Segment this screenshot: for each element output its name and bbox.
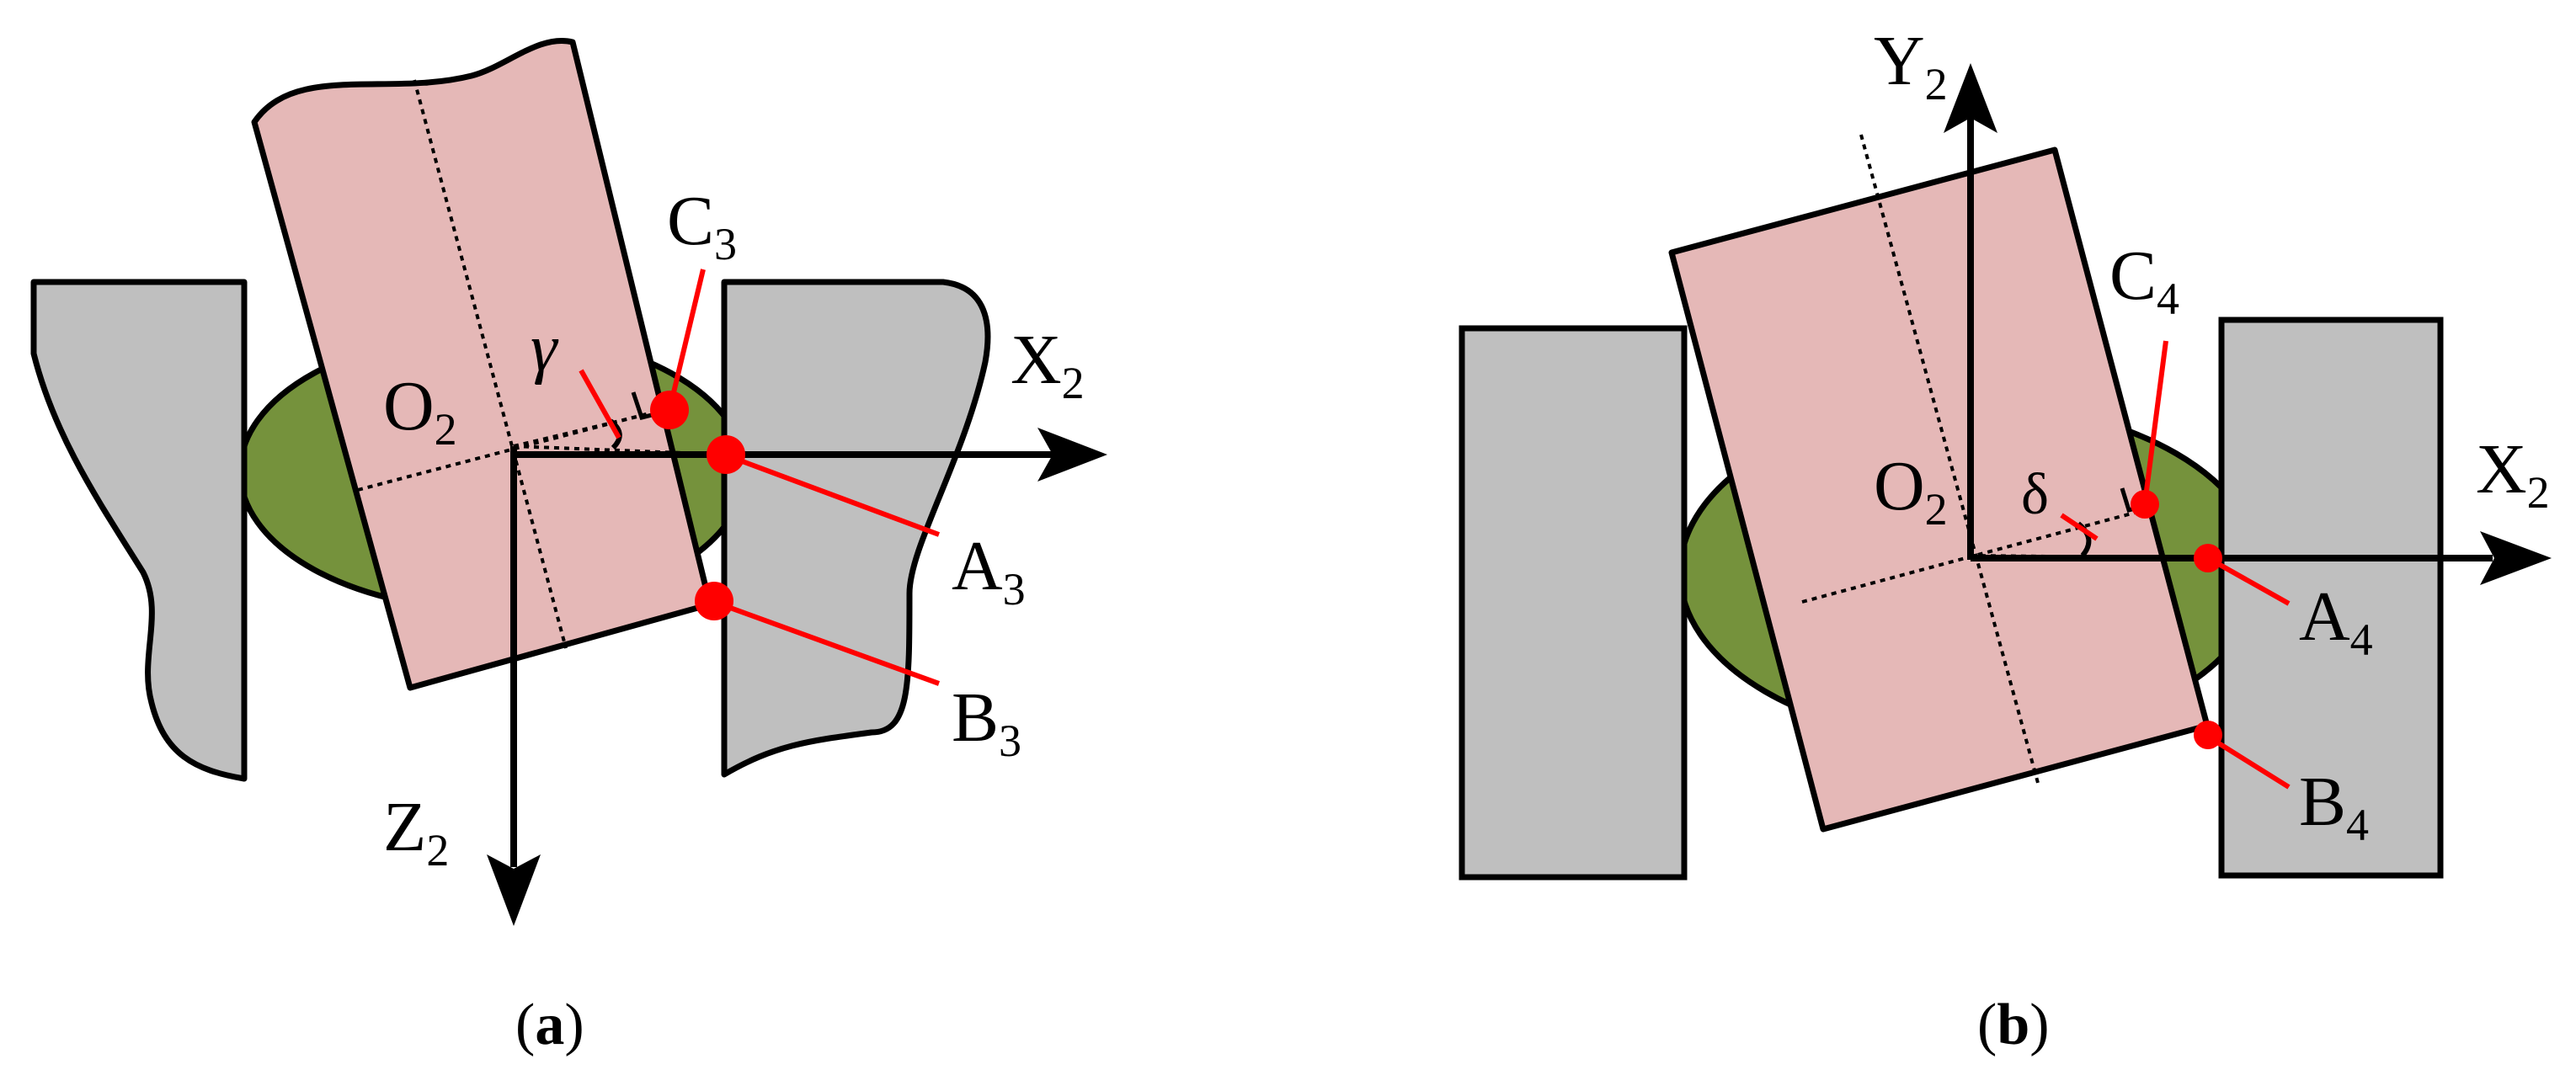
panel-a-label-X2: X2 [1011,321,1085,408]
panel-a-label-O2: O2 [383,367,457,455]
panel-a-dotted-axis-long [413,79,568,649]
panel-b-dotted-axis-long [1859,134,2040,784]
panel-b-c4-leader [2142,340,2168,504]
panel-a-label-C3: C3 [667,182,737,269]
panel-a-a3-leader [723,452,941,537]
panel-b-caption: (b) [1977,993,2050,1057]
panel-b-a4-leader [2206,556,2291,606]
panel-a-label-A3: A3 [952,527,1026,615]
panel-b-label-Y2: Y2 [1874,22,1948,109]
panel-a-label-B3: B3 [952,679,1021,766]
panel-b-right-jaw [2218,317,2444,879]
panel-a-left-jaw [30,279,248,782]
panel-b-label-B4: B4 [2299,763,2369,850]
panel-a-gamma-leader [579,369,621,439]
panel-a-caption: (a) [515,993,584,1057]
panel-b-label-C4: C4 [2109,237,2179,324]
panel-a-b3-leader [712,599,941,686]
panel-a-z2-arrowhead [487,854,541,926]
panel-b-point-A4 [2194,544,2222,572]
panel-b-label-delta: δ [2021,462,2049,527]
panel-b-delta-leader [2060,513,2099,541]
panel-b-label-A4: A4 [2299,577,2373,665]
panel-a-label-gamma: γ [531,311,559,386]
panel-a-label-Z2: Z2 [383,788,449,875]
panel-a-point-C3 [650,391,689,429]
panel-b-point-C4 [2131,490,2159,519]
panel-b-y2-arrowhead [1944,63,1997,133]
panel-a-point-A3 [707,435,745,474]
panel-a-workpiece [251,37,713,691]
panel-a-x2-arrowhead [1037,428,1107,482]
panel-b-point-B4 [2194,721,2222,749]
panel-a-right-jaw [721,279,991,778]
panel-b: Y2 C4 X2 O2 δ A4 B4 (b) [1459,22,2552,1057]
panel-a-c3-leader [667,269,706,411]
panel-b-x2-arrowhead [2480,531,2552,585]
panel-b-label-O2: O2 [1874,447,1948,535]
panel-b-dotted-axis-short [1801,508,2148,604]
panel-a: O2 γ C3 X2 A3 B3 Z2 (a) [30,37,1107,1057]
panel-b-b4-leader [2206,734,2291,790]
panel-a-point-B3 [695,582,733,620]
panel-b-left-jaw [1459,325,1688,881]
panel-b-label-X2: X2 [2476,430,2550,518]
